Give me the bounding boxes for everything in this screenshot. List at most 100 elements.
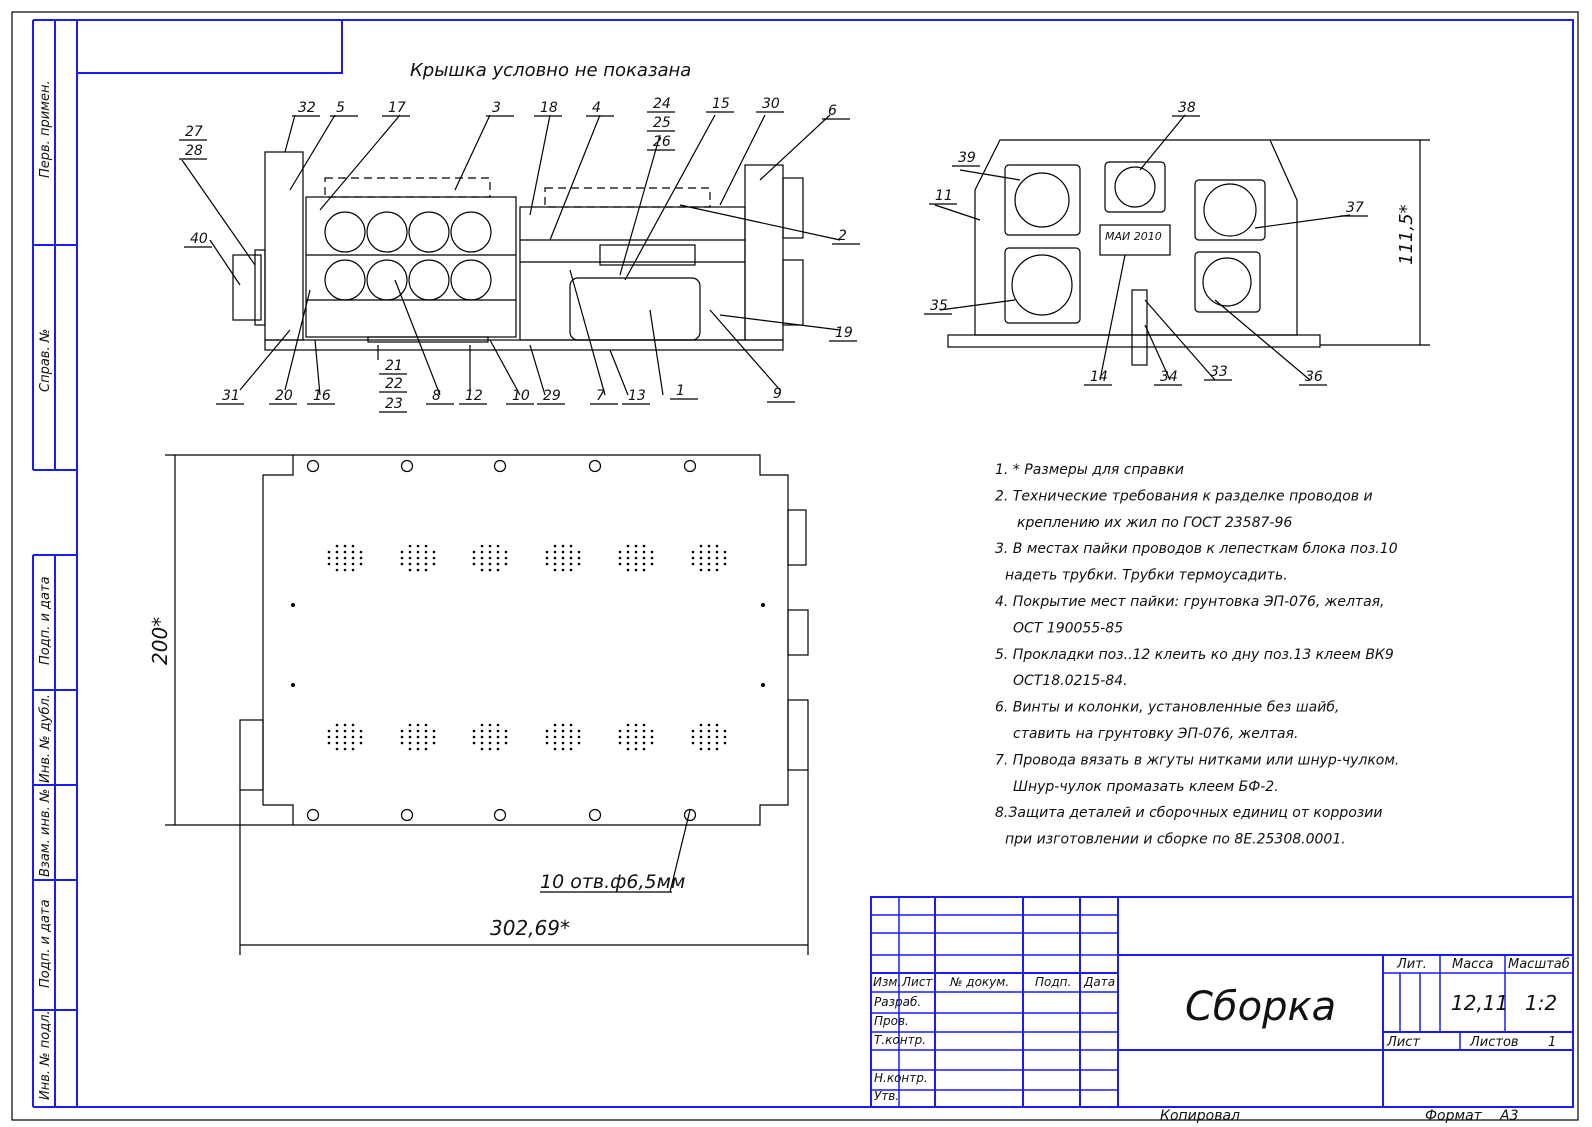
callout-label: 5 bbox=[336, 100, 345, 116]
battery-cell bbox=[450, 211, 492, 253]
callout-label: 4 bbox=[592, 100, 601, 116]
vent-pattern bbox=[545, 723, 581, 751]
vent-pattern bbox=[691, 544, 727, 572]
note-line: 2. Технические требования к разделке про… bbox=[995, 488, 1373, 504]
note-line: при изготовлении и сборке по 8Е.25308.00… bbox=[1005, 832, 1346, 848]
note-line: ОСТ18.0215-84. bbox=[1013, 673, 1128, 689]
callout-label: 11 bbox=[935, 188, 953, 204]
mounting-hole bbox=[306, 808, 320, 822]
plan-view bbox=[165, 454, 809, 955]
note-line: ОСТ 190055-85 bbox=[1013, 620, 1123, 636]
end-view bbox=[947, 139, 1430, 366]
callout-label: 17 bbox=[388, 100, 406, 116]
plan-mounting-holes bbox=[291, 459, 765, 822]
corner-stamp bbox=[76, 19, 343, 74]
dim-height-plan: 200* bbox=[148, 617, 172, 665]
tb-sheets-value: 1 bbox=[1548, 1035, 1556, 1050]
callout-label: 28 bbox=[185, 143, 203, 159]
callout-label: 12 bbox=[465, 388, 483, 404]
footer-copied: Копировал bbox=[1160, 1108, 1240, 1124]
mounting-hole bbox=[306, 459, 320, 473]
title-block bbox=[870, 896, 1574, 1108]
dim-height-end: 111,5* bbox=[1396, 204, 1417, 265]
footer-format: А3 bbox=[1499, 1108, 1518, 1124]
vent-pattern bbox=[400, 723, 436, 751]
callout-label: 9 bbox=[773, 386, 782, 402]
mounting-hole bbox=[683, 808, 697, 822]
callout-label: 20 bbox=[275, 388, 293, 404]
tb-head-date: Дата bbox=[1083, 975, 1115, 989]
vent-pattern bbox=[545, 544, 581, 572]
callout-label: 39 bbox=[958, 150, 976, 166]
side-label-orig-inv: Инв. № подл. bbox=[38, 1010, 53, 1100]
note-line: 5. Прокладки поз..12 клеить ко дну поз.1… bbox=[995, 647, 1394, 663]
vent-pattern bbox=[472, 544, 508, 572]
callout-label: 3 bbox=[492, 100, 501, 116]
callout-label: 35 bbox=[930, 298, 948, 314]
callout-label: 34 bbox=[1160, 369, 1178, 385]
mounting-hole bbox=[588, 808, 602, 822]
callout-label: 21 bbox=[385, 358, 403, 374]
tb-scale-value: 1:2 bbox=[1525, 991, 1557, 1015]
callout-label: 8 bbox=[432, 388, 441, 404]
callout-label: 31 bbox=[222, 388, 240, 404]
nameplate-text: МАИ 2010 bbox=[1105, 230, 1162, 243]
note-line: 7. Провода вязать в жгуты нитками или шн… bbox=[995, 752, 1399, 768]
tb-mass-label: Масса bbox=[1452, 957, 1493, 972]
battery-cells bbox=[324, 211, 492, 301]
battery-cell bbox=[324, 259, 366, 301]
vent-pattern bbox=[618, 723, 654, 751]
tb-role-tech-control: Т.контр. bbox=[874, 1033, 926, 1047]
tb-role-checker: Пров. bbox=[874, 1014, 909, 1028]
side-label-ref-no: Справ. № bbox=[38, 329, 53, 392]
callout-label: 32 bbox=[298, 100, 316, 116]
callout-label: 38 bbox=[1178, 100, 1196, 116]
note-line: надеть трубки. Трубки термоусадить. bbox=[1005, 568, 1288, 584]
mounting-hole bbox=[400, 459, 414, 473]
drawing-frame bbox=[76, 19, 1574, 1108]
screw-dot bbox=[761, 683, 765, 687]
front-callout-leaders bbox=[181, 114, 841, 396]
callout-label: 24 bbox=[653, 96, 671, 112]
vent-pattern bbox=[691, 723, 727, 751]
callout-label: 2 bbox=[838, 228, 847, 244]
drawing-title: Сборка bbox=[1185, 984, 1336, 1030]
callout-label: 14 bbox=[1090, 369, 1108, 385]
battery-cell bbox=[408, 211, 450, 253]
tb-role-approved: Утв. bbox=[874, 1089, 899, 1103]
callout-label: 25 bbox=[653, 115, 671, 131]
tb-role-developer: Разраб. bbox=[874, 995, 921, 1009]
callout-label: 27 bbox=[185, 124, 203, 140]
mounting-hole bbox=[493, 459, 507, 473]
title-block-rows bbox=[871, 914, 1118, 1091]
note-line: ставить на грунтовку ЭП-076, желтая. bbox=[1013, 726, 1298, 742]
footer-format-label: Формат bbox=[1425, 1108, 1483, 1124]
callout-label: 6 bbox=[828, 103, 837, 119]
tb-lit-label: Лит. bbox=[1396, 957, 1427, 972]
plan-vent-patterns bbox=[327, 544, 727, 751]
battery-cell bbox=[366, 211, 408, 253]
tb-head-sheet: Лист bbox=[901, 975, 933, 989]
front-view bbox=[232, 151, 804, 351]
callout-label: 29 bbox=[543, 388, 561, 404]
side-label-dup-inv: Инв. № дубл. bbox=[38, 694, 53, 783]
dim-holes: 10 отв.ф6,5мм bbox=[540, 871, 685, 893]
callout-label: 19 bbox=[835, 325, 853, 341]
tb-scale-label: Масштаб bbox=[1508, 957, 1570, 972]
mounting-hole bbox=[588, 459, 602, 473]
tb-head-doc: № докум. bbox=[949, 975, 1009, 989]
end-callout-leaders bbox=[934, 114, 1351, 381]
callout-label: 30 bbox=[762, 96, 780, 112]
callout-label: 7 bbox=[596, 388, 605, 404]
tb-mass-value: 12,11 bbox=[1451, 991, 1508, 1015]
note-line: 6. Винты и колонки, установленные без ша… bbox=[995, 700, 1339, 716]
outer-trim bbox=[11, 11, 1579, 1121]
tb-sheet-label: Лист bbox=[1386, 1035, 1420, 1050]
screw-dot bbox=[291, 683, 295, 687]
note-line: креплению их жил по ГОСТ 23587-96 bbox=[1017, 515, 1292, 531]
tb-role-norm-control: Н.контр. bbox=[874, 1071, 928, 1085]
callout-label: 40 bbox=[190, 231, 208, 247]
